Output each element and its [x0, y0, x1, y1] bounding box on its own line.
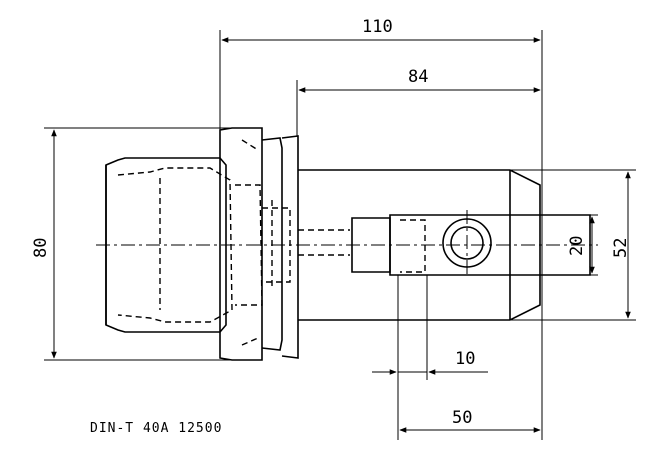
- dim-110-label: 110: [362, 17, 393, 37]
- tool-holder-outline: [105, 127, 591, 361]
- dim-10-label: 10: [455, 349, 475, 369]
- dim-20-label: 20: [567, 236, 587, 256]
- dimension-lines: [51, 37, 631, 433]
- extension-lines: [44, 30, 636, 440]
- dim-84-label: 84: [408, 67, 428, 87]
- boss: [351, 217, 391, 273]
- screw-hole-inner: [450, 226, 484, 260]
- dim-50-label: 50: [452, 408, 472, 428]
- dim-52-label: 52: [611, 238, 631, 258]
- dim-80-label: 80: [31, 238, 51, 258]
- center-line: [96, 210, 598, 278]
- part-number-label: DIN-T 40A 12500: [90, 421, 222, 436]
- taper-shank: [105, 157, 227, 333]
